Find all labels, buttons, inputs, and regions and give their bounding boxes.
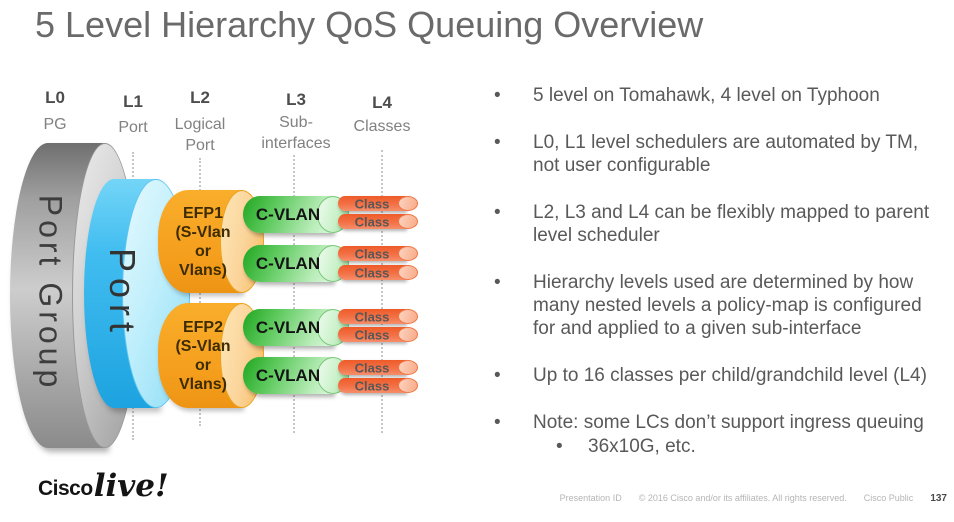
- class-tube-6: Class: [338, 327, 420, 342]
- efp1-label: EFP1 (S-Vlan or Vlans): [175, 204, 231, 279]
- bullet-dot: •: [494, 272, 501, 293]
- class-label: Class: [354, 246, 390, 261]
- dotted-guide-line-l4: [381, 150, 383, 433]
- level-label-l0: L0: [45, 88, 65, 107]
- bullet-list: • 5 level on Tomahawk, 4 level on Typhoo…: [494, 84, 949, 482]
- bullet-text: Note: some LCs don’t support ingress que…: [533, 412, 924, 433]
- bullet-dot: •: [494, 132, 501, 153]
- bullet-item: • L0, L1 level schedulers are automated …: [494, 131, 949, 177]
- class-tube-body: [338, 196, 406, 211]
- class-tube-7: Class: [338, 360, 420, 375]
- class-tube-cap: [398, 378, 418, 393]
- class-label: Class: [354, 360, 390, 375]
- cvlan-label: C-VLAN: [255, 317, 321, 337]
- class-tube-cap: [398, 360, 418, 375]
- sub-bullet-text: 36x10G, etc.: [588, 436, 696, 457]
- class-tube-5: Class: [338, 309, 420, 324]
- bullet-text: 5 level on Tomahawk, 4 level on Typhoon: [533, 85, 880, 106]
- bullet-item: • L2, L3 and L4 can be flexibly mapped t…: [494, 201, 949, 247]
- class-tube-body: [338, 309, 406, 324]
- cisco-live-logo: Ciscolive!: [38, 467, 169, 504]
- class-tube-1: Class: [338, 196, 420, 211]
- bullet-dot: •: [494, 365, 501, 386]
- class-tube-8: Class: [338, 378, 420, 393]
- page-title: 5 Level Hierarchy QoS Queuing Overview: [35, 4, 704, 45]
- bullet-dot: •: [556, 436, 563, 457]
- cvlan-cylinder-2: C-VLAN: [243, 245, 349, 282]
- class-tube-cap: [398, 327, 418, 342]
- level-label-l4: L4: [372, 93, 392, 112]
- bullet-item: • Hierarchy levels used are determined b…: [494, 271, 949, 340]
- class-tube-cap: [398, 246, 418, 261]
- cvlan-cylinder-3: C-VLAN: [243, 309, 349, 346]
- class-tube-cap: [398, 196, 418, 211]
- bullet-text: L0, L1 level schedulers are automated by…: [533, 132, 919, 176]
- class-label: Class: [354, 378, 390, 393]
- class-tube-cap: [398, 214, 418, 229]
- dotted-guide-line-l3: [293, 155, 295, 433]
- level-sublabel-sub-interfaces: Sub- interfaces: [261, 114, 331, 152]
- level-sublabel-logical-port: Logical Port: [174, 116, 226, 154]
- bullet-item-with-sub: • Note: some LCs don’t support ingress q…: [494, 411, 949, 458]
- bullet-text: Up to 16 classes per child/grandchild le…: [533, 365, 927, 386]
- class-tube-cap: [398, 309, 418, 324]
- class-label: Class: [354, 309, 390, 324]
- footer-copyright: © 2016 Cisco and/or its affiliates. All …: [638, 493, 847, 503]
- level-sublabel-pg: PG: [43, 116, 67, 133]
- bullet-dot: •: [494, 85, 501, 106]
- bullet-text: Hierarchy levels used are determined by …: [533, 272, 922, 339]
- class-tube-body: [338, 378, 406, 393]
- class-tube-body: [338, 360, 406, 375]
- class-tube-body: [338, 246, 406, 261]
- level-sublabel-classes: Classes: [353, 118, 411, 135]
- level-label-l1: L1: [123, 92, 143, 111]
- footer-presentation-id: Presentation ID: [559, 493, 622, 503]
- class-label: Class: [354, 214, 390, 229]
- bullet-item: • Up to 16 classes per child/grandchild …: [494, 364, 949, 387]
- live-logo-text: live!: [93, 468, 169, 504]
- sub-bullet-item: • 36x10G, etc.: [556, 435, 949, 458]
- bullet-item: • 5 level on Tomahawk, 4 level on Typhoo…: [494, 84, 949, 107]
- level-label-l3: L3: [286, 90, 306, 109]
- class-tube-body: [338, 214, 406, 229]
- port-label: Port: [102, 247, 143, 339]
- cvlan-label: C-VLAN: [255, 204, 321, 224]
- class-tube-4: Class: [338, 265, 420, 280]
- bullet-dot: •: [494, 412, 501, 433]
- class-tube-cap: [398, 265, 418, 280]
- cvlan-cylinder-1: C-VLAN: [243, 196, 349, 233]
- cisco-logo-text: Cisco: [38, 477, 93, 500]
- class-tube-body: [338, 265, 406, 280]
- level-sublabel-port: Port: [118, 119, 148, 136]
- footer-classification: Cisco Public: [863, 493, 914, 503]
- bullet-text: L2, L3 and L4 can be flexibly mapped to …: [533, 202, 930, 246]
- class-tube-body: [338, 327, 406, 342]
- class-label: Class: [354, 327, 390, 342]
- bullet-item: • Note: some LCs don’t support ingress q…: [494, 411, 949, 434]
- class-label: Class: [354, 196, 390, 211]
- bullet-dot: •: [494, 202, 501, 223]
- efp2-label: EFP2 (S-Vlan or Vlans): [175, 318, 231, 393]
- class-tube-3: Class: [338, 246, 420, 261]
- efp2-shape: EFP2 (S-Vlan or Vlans): [158, 303, 264, 408]
- level-label-l2: L2: [190, 88, 210, 107]
- class-tube-2: Class: [338, 214, 420, 229]
- footer: Presentation ID © 2016 Cisco and/or its …: [560, 493, 947, 504]
- cvlan-label: C-VLAN: [255, 365, 321, 385]
- footer-page-number: 137: [930, 493, 947, 504]
- cvlan-cylinder-4: C-VLAN: [243, 357, 349, 394]
- cvlan-label: C-VLAN: [255, 253, 321, 273]
- class-label: Class: [354, 265, 390, 280]
- port-group-label: Port Group: [32, 194, 69, 392]
